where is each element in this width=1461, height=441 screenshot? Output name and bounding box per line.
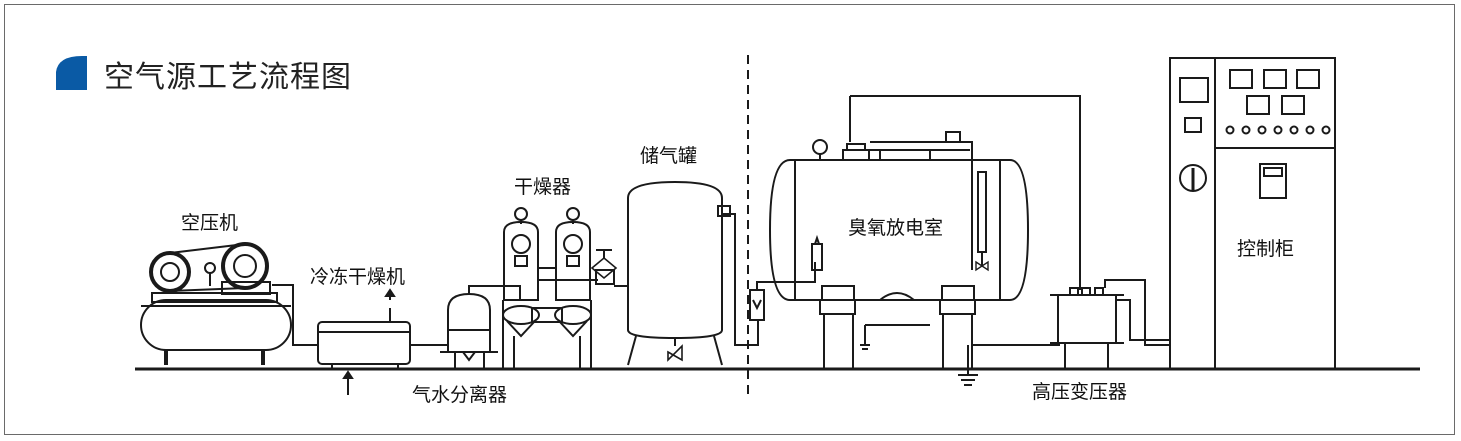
pipe-separator-to-towers xyxy=(468,285,521,300)
label-dryer: 干燥器 xyxy=(514,176,572,198)
ozone-discharge-chamber xyxy=(768,95,1081,369)
label-air-tank: 储气罐 xyxy=(640,145,698,167)
air-compressor-unit xyxy=(140,242,292,365)
hv-transformer-unit xyxy=(1050,279,1170,369)
refrigerated-dryer-unit xyxy=(317,288,411,395)
label-ozone-chamber: 臭氧放电室 xyxy=(848,217,944,239)
label-air-compressor: 空压机 xyxy=(181,212,239,234)
page-title: 空气源工艺流程图 xyxy=(104,60,352,95)
flow-meter xyxy=(749,262,816,321)
title-accent-icon xyxy=(56,56,87,90)
air-storage-tank xyxy=(627,180,759,366)
pipe-compressor-to-dryer xyxy=(272,284,318,346)
label-refrigerated-dryer: 冷冻干燥机 xyxy=(310,266,406,288)
control-cabinet-unit xyxy=(1169,57,1336,370)
label-transformer: 高压变压器 xyxy=(1032,381,1128,403)
dryer-towers-unit xyxy=(502,207,628,369)
diagram-frame xyxy=(4,4,1455,435)
label-separator: 气水分离器 xyxy=(412,384,508,406)
water-separator-unit xyxy=(440,292,498,369)
ground-symbol-icon xyxy=(958,345,978,386)
label-control-cabinet: 控制柜 xyxy=(1237,238,1295,260)
